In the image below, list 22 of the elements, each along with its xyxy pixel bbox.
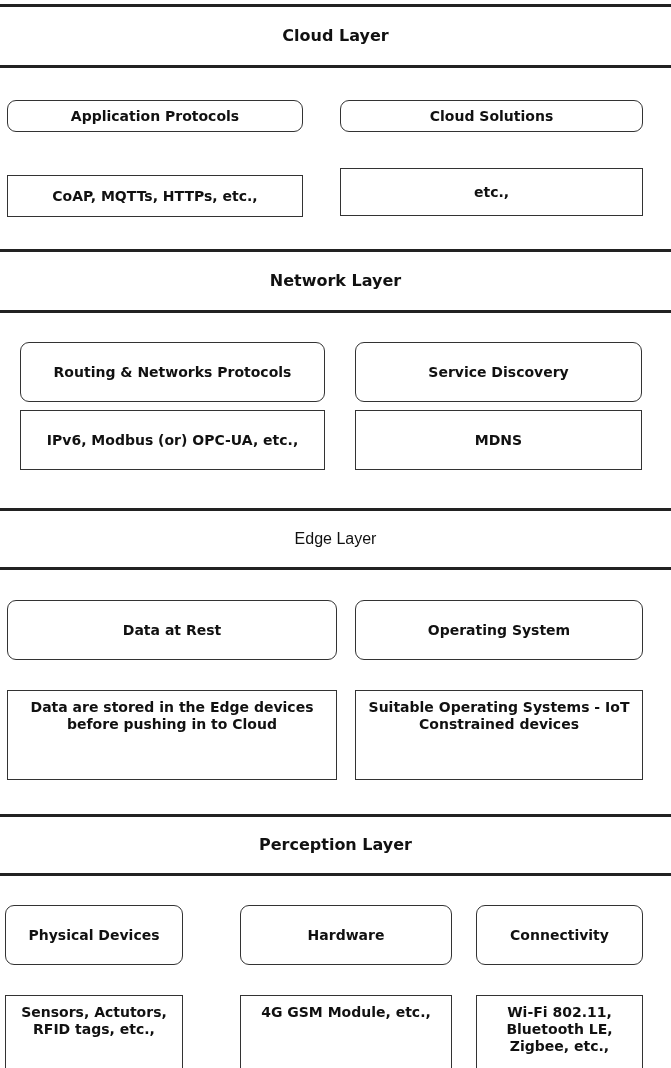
detail-box: CoAP, MQTTs, HTTPs, etc.,	[7, 175, 303, 217]
category-box: Connectivity	[476, 905, 643, 965]
layer-band: Cloud Layer	[0, 4, 671, 68]
category-box: Cloud Solutions	[340, 100, 643, 132]
layer-band: Network Layer	[0, 249, 671, 313]
category-box: Data at Rest	[7, 600, 337, 660]
detail-box: Wi-Fi 802.11, Bluetooth LE, Zigbee, etc.,	[476, 995, 643, 1068]
detail-box: Suitable Operating Systems - IoT Constrained devices	[355, 690, 643, 780]
category-box: Service Discovery	[355, 342, 642, 402]
layer-band: Edge Layer	[0, 508, 671, 570]
detail-box: Data are stored in the Edge devices before pushing in to Cloud	[7, 690, 337, 780]
category-box: Application Protocols	[7, 100, 303, 132]
layer-band: Perception Layer	[0, 814, 671, 876]
category-box: Routing & Networks Protocols	[20, 342, 325, 402]
category-box: Operating System	[355, 600, 643, 660]
detail-box: etc.,	[340, 168, 643, 216]
detail-box: MDNS	[355, 410, 642, 470]
detail-box: 4G GSM Module, etc.,	[240, 995, 452, 1068]
detail-box: IPv6, Modbus (or) OPC-UA, etc.,	[20, 410, 325, 470]
category-box: Physical Devices	[5, 905, 183, 965]
category-box: Hardware	[240, 905, 452, 965]
detail-box: Sensors, Actutors, RFID tags, etc.,	[5, 995, 183, 1068]
